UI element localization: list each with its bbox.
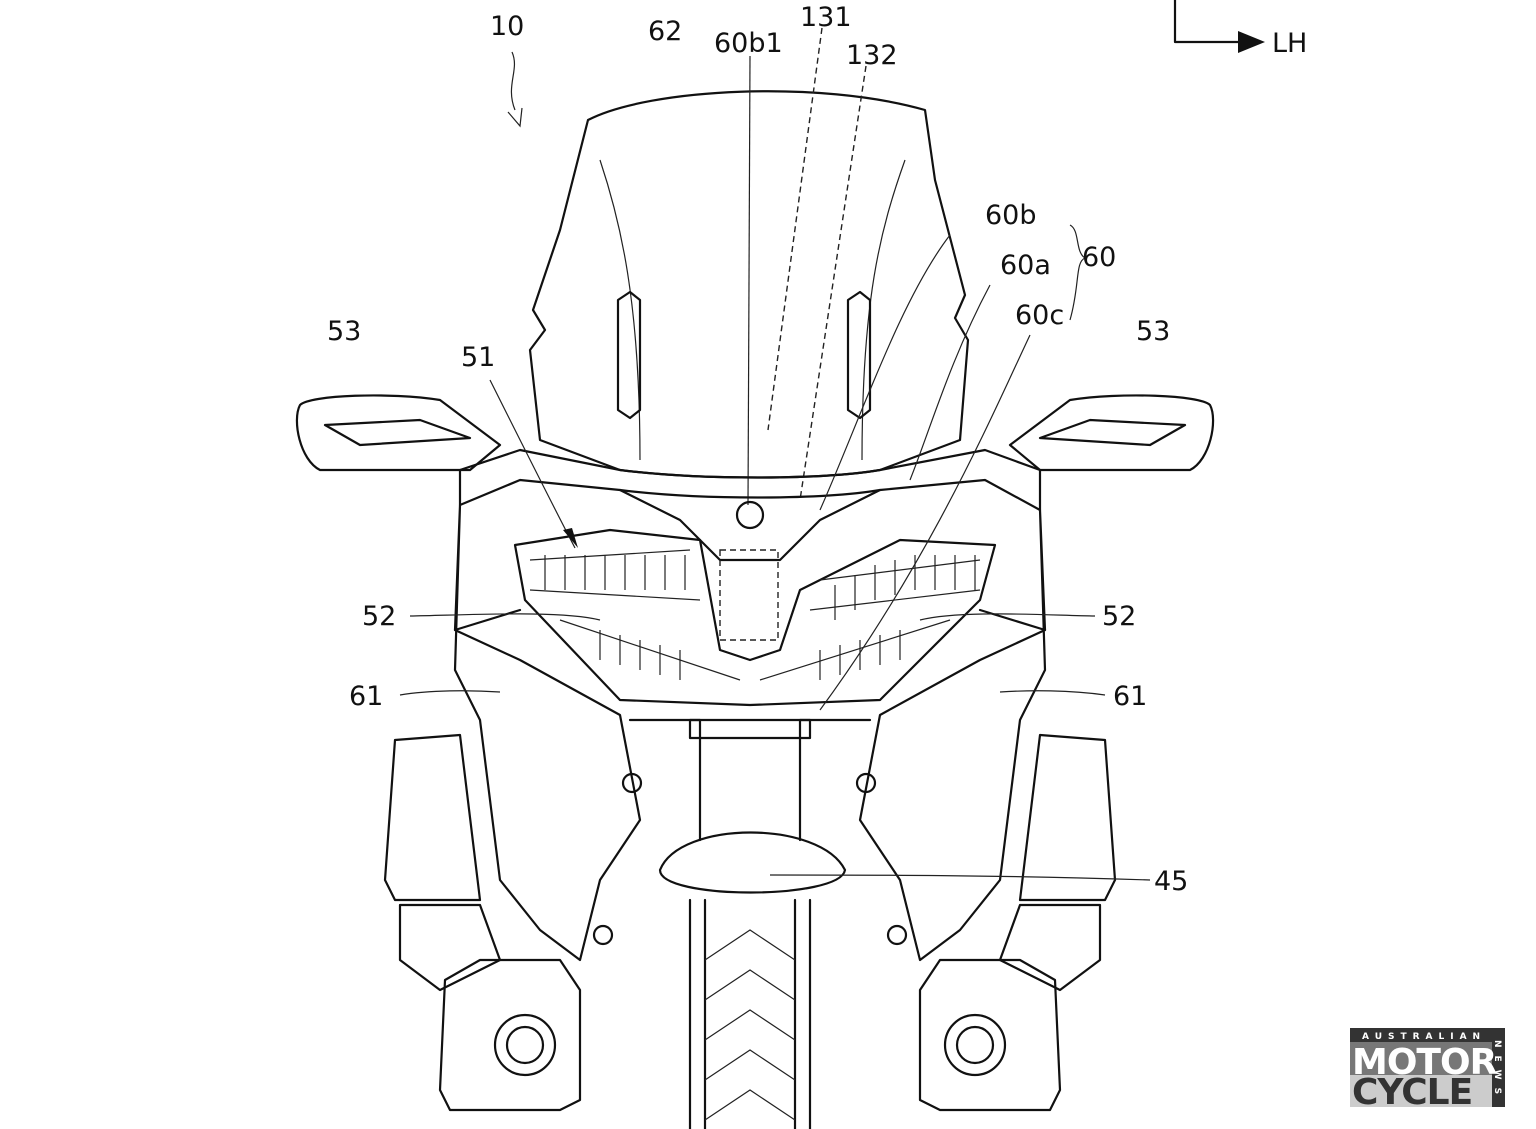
headlight-51 (513, 528, 997, 707)
label-61-right: 61 (349, 681, 383, 712)
label-60b: 60b (985, 200, 1037, 231)
label-60: 60 (1082, 242, 1116, 273)
mirror-right (295, 394, 502, 472)
logo-side-text: NEWS (1492, 1040, 1502, 1102)
label-60c: 60c (1015, 300, 1064, 331)
saddlebag-right (383, 733, 502, 992)
front-wheel (688, 898, 812, 1129)
label-62: 62 (648, 16, 682, 47)
label-60b1: 60b1 (714, 28, 783, 59)
direction-label: LH (1272, 28, 1307, 59)
mirror-left (1008, 394, 1215, 472)
label-61-left: 61 (1113, 681, 1147, 712)
fog-light-left (918, 958, 1062, 1112)
label-132: 132 (846, 40, 898, 71)
logo-top-text: AUSTRALIAN (1362, 1032, 1486, 1042)
label-60a: 60a (1000, 250, 1051, 281)
fog-light-right (438, 958, 582, 1112)
front-fender-45 (658, 831, 847, 894)
label-52-right: 52 (362, 601, 396, 632)
label-52-left: 52 (1102, 601, 1136, 632)
label-45: 45 (1154, 866, 1188, 897)
label-51: 51 (461, 342, 495, 373)
saddlebag-left (998, 733, 1117, 992)
watermark-logo: AUSTRALIAN MOTOR CYCLE NEWS (1350, 1028, 1505, 1113)
label-10: 10 (490, 11, 524, 42)
label-53-right: 53 (327, 316, 361, 347)
label-131: 131 (800, 2, 852, 33)
leader-10 (507, 51, 523, 128)
direction-arrow-icon (1173, 0, 1265, 53)
logo-motor: MOTOR (1352, 1042, 1497, 1083)
fairing (453, 503, 642, 962)
logo-cycle: CYCLE (1352, 1072, 1472, 1113)
label-53-left: 53 (1136, 316, 1170, 347)
